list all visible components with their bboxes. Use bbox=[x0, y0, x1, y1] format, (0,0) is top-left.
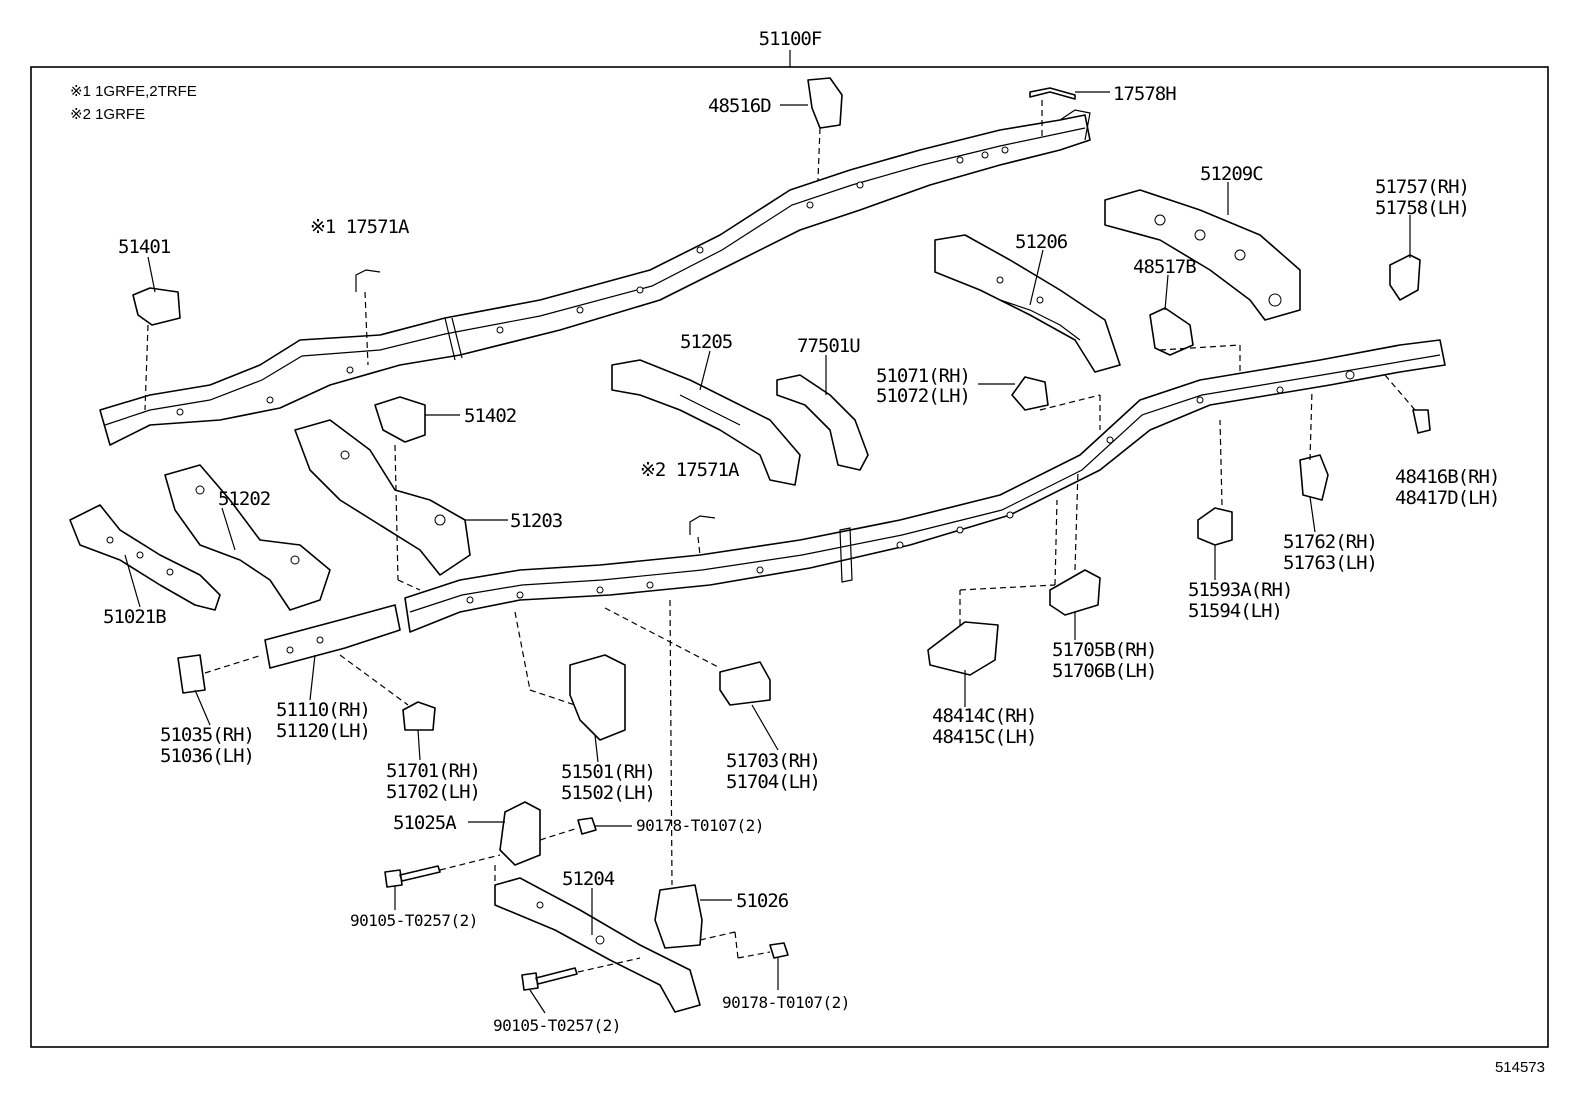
label-51501[interactable]: 51501(RH) bbox=[561, 761, 656, 783]
crossmember-51205[interactable] bbox=[611, 359, 801, 486]
label-51203[interactable]: 51203 bbox=[510, 510, 564, 532]
label-51205[interactable]: 51205 bbox=[680, 331, 733, 353]
frame-part-number[interactable]: 51100F bbox=[759, 28, 823, 50]
assembly-dashed-lines bbox=[144, 100, 1416, 973]
bracket-51593a[interactable] bbox=[1197, 507, 1233, 546]
crossmember-51202[interactable] bbox=[164, 464, 331, 611]
bracket-51762[interactable] bbox=[1299, 454, 1329, 501]
bracket-51025a[interactable] bbox=[499, 801, 541, 866]
frame-extension-51110[interactable] bbox=[264, 604, 401, 669]
label-51704[interactable]: 51704(LH) bbox=[726, 771, 821, 793]
note-1: ※1 1GRFE,2TRFE bbox=[70, 83, 197, 100]
label-48517b[interactable]: 48517B bbox=[1133, 256, 1197, 278]
bracket-48517b[interactable] bbox=[1149, 307, 1194, 356]
label-51762[interactable]: 51762(RH) bbox=[1283, 531, 1378, 553]
leader-lines bbox=[124, 91, 1411, 1014]
bracket-17578h[interactable] bbox=[1029, 87, 1076, 100]
label-51026[interactable]: 51026 bbox=[736, 890, 790, 912]
crossmember-51021b[interactable] bbox=[69, 504, 221, 611]
label-51110[interactable]: 51110(RH) bbox=[276, 699, 371, 721]
pipe-17571a-2[interactable] bbox=[689, 515, 716, 535]
label-90178-b[interactable]: 90178-T0107(2) bbox=[722, 993, 850, 1012]
label-51072[interactable]: 51072(LH) bbox=[876, 385, 971, 407]
label-51502[interactable]: 51502(LH) bbox=[561, 782, 656, 804]
label-51025a[interactable]: 51025A bbox=[393, 812, 458, 834]
bracket-51402[interactable] bbox=[374, 396, 426, 443]
label-90105-b[interactable]: 90105-T0257(2) bbox=[493, 1016, 621, 1035]
label-17578h[interactable]: 17578H bbox=[1113, 83, 1177, 105]
label-51071[interactable]: 51071(RH) bbox=[876, 365, 971, 387]
label-51705b[interactable]: 51705B(RH) bbox=[1052, 639, 1157, 661]
label-51702[interactable]: 51702(LH) bbox=[386, 781, 481, 803]
label-90105-a[interactable]: 90105-T0257(2) bbox=[350, 911, 478, 930]
bracket-51026[interactable] bbox=[654, 884, 703, 949]
label-51593a[interactable]: 51593A(RH) bbox=[1188, 579, 1293, 601]
frame-rail-lower[interactable] bbox=[404, 339, 1446, 633]
bracket-51705b[interactable] bbox=[1049, 569, 1101, 616]
bushing-48416b[interactable] bbox=[1412, 409, 1431, 434]
label-77501u[interactable]: 77501U bbox=[797, 335, 861, 357]
label-51706b[interactable]: 51706B(LH) bbox=[1052, 660, 1157, 682]
label-51120[interactable]: 51120(LH) bbox=[276, 720, 371, 742]
crossmember-77501u[interactable] bbox=[776, 374, 869, 471]
bolt-90105-b[interactable] bbox=[521, 967, 578, 991]
bracket-48516d[interactable] bbox=[807, 77, 843, 129]
label-51021b[interactable]: 51021B bbox=[103, 606, 167, 628]
crossmember-51209c[interactable] bbox=[1104, 189, 1301, 321]
label-48417d[interactable]: 48417D(LH) bbox=[1395, 487, 1500, 509]
plate-51035[interactable] bbox=[177, 654, 206, 694]
bracket-51501[interactable] bbox=[569, 654, 626, 741]
label-51402[interactable]: 51402 bbox=[464, 405, 517, 427]
label-17571a-1[interactable]: ※1 17571A bbox=[310, 216, 411, 238]
bracket-51757[interactable] bbox=[1389, 254, 1421, 301]
label-48415c[interactable]: 48415C(LH) bbox=[932, 726, 1037, 748]
bracket-51703[interactable] bbox=[719, 661, 771, 706]
label-51763[interactable]: 51763(LH) bbox=[1283, 552, 1378, 574]
diagram-id: 514573 bbox=[1495, 1059, 1545, 1076]
crossmember-51203[interactable] bbox=[294, 419, 471, 576]
nut-90178-b[interactable] bbox=[769, 942, 789, 959]
bracket-51701[interactable] bbox=[402, 701, 436, 731]
label-48416b[interactable]: 48416B(RH) bbox=[1395, 466, 1500, 488]
crossmember-51204[interactable] bbox=[494, 877, 701, 1013]
bracket-51071[interactable] bbox=[1011, 376, 1049, 411]
label-90178-a[interactable]: 90178-T0107(2) bbox=[636, 816, 764, 835]
bolt-90105-a[interactable] bbox=[384, 865, 441, 888]
part-labels: 48516D 17578H 51209C 51757(RH) 51758(LH)… bbox=[103, 83, 1500, 1035]
label-17571a-2[interactable]: ※2 17571A bbox=[640, 459, 741, 481]
label-51204[interactable]: 51204 bbox=[562, 868, 616, 890]
label-48516d[interactable]: 48516D bbox=[708, 95, 772, 117]
frame-rail-upper[interactable] bbox=[99, 109, 1091, 446]
label-51206[interactable]: 51206 bbox=[1015, 231, 1069, 253]
nut-90178-a[interactable] bbox=[577, 817, 597, 835]
label-48414c[interactable]: 48414C(RH) bbox=[932, 705, 1037, 727]
label-51401[interactable]: 51401 bbox=[118, 236, 172, 258]
label-51703[interactable]: 51703(RH) bbox=[726, 750, 821, 772]
label-51035[interactable]: 51035(RH) bbox=[160, 724, 255, 746]
label-51202[interactable]: 51202 bbox=[218, 488, 271, 510]
bracket-51401[interactable] bbox=[132, 287, 181, 326]
label-51758[interactable]: 51758(LH) bbox=[1375, 197, 1470, 219]
note-2: ※2 1GRFE bbox=[70, 106, 145, 123]
crossmember-51206[interactable] bbox=[934, 234, 1121, 373]
label-51701[interactable]: 51701(RH) bbox=[386, 760, 481, 782]
label-51594[interactable]: 51594(LH) bbox=[1188, 600, 1283, 622]
label-51036[interactable]: 51036(LH) bbox=[160, 745, 255, 767]
pipe-17571a-1[interactable] bbox=[355, 269, 381, 292]
label-51209c[interactable]: 51209C bbox=[1200, 163, 1264, 185]
label-51757[interactable]: 51757(RH) bbox=[1375, 176, 1470, 198]
bracket-48414c[interactable] bbox=[927, 621, 999, 676]
